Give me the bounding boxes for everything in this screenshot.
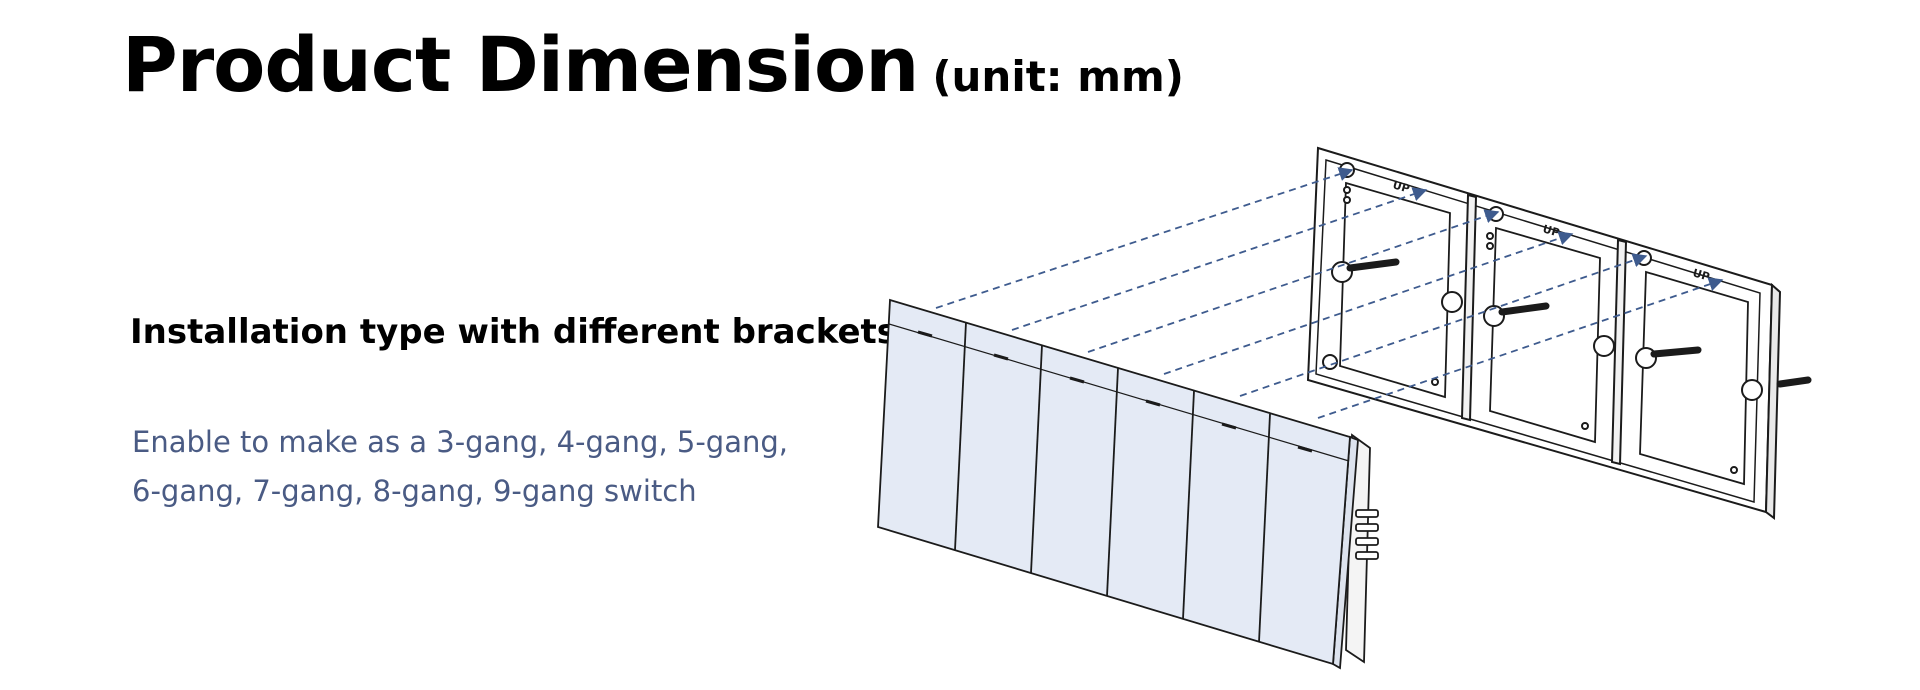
description-line-2: 6-gang, 7-gang, 8-gang, 9-gang switch <box>132 474 697 508</box>
bracket-up-label-2: UP <box>1541 222 1561 239</box>
module-1-opening <box>1339 181 1451 399</box>
alignment-arrow-2 <box>1011 187 1428 331</box>
module-2-dot-b <box>1486 242 1494 250</box>
panel-divider-1 <box>954 321 967 551</box>
switch-vents <box>1355 509 1379 560</box>
bracket-up-label-3: UP <box>1691 266 1711 283</box>
module-2-opening <box>1489 226 1601 444</box>
panel-divider-5 <box>1258 413 1271 643</box>
page-title: Product Dimension (unit: mm) <box>122 20 1184 109</box>
module-2-screw-right <box>1593 335 1615 357</box>
module-2-dot-a <box>1486 232 1494 240</box>
bracket-divider-1 <box>1460 193 1478 422</box>
module-3-screw-right <box>1741 379 1763 401</box>
module-2-pin <box>1498 302 1550 316</box>
module-3-opening <box>1639 270 1749 486</box>
module-3-pin <box>1650 346 1702 358</box>
module-1-screw-right <box>1441 291 1463 313</box>
alignment-arrow-3 <box>1087 209 1500 353</box>
bracket-up-label-1: UP <box>1391 178 1411 195</box>
panel-key-marks <box>917 330 1313 453</box>
panel-top-strip <box>888 323 1350 462</box>
section-heading: Installation type with different bracket… <box>130 312 898 352</box>
panel-divider-2 <box>1030 344 1043 574</box>
module-1-dot-b <box>1343 196 1351 204</box>
panel-divider-4 <box>1182 390 1195 620</box>
description-line-1: Enable to make as a 3-gang, 4-gang, 5-ga… <box>132 425 788 459</box>
bracket-edge <box>1764 282 1782 520</box>
switch-panel <box>877 298 1379 670</box>
switch-panel-face <box>877 298 1351 666</box>
section-description: Enable to make as a 3-gang, 4-gang, 5-ga… <box>132 418 852 516</box>
bracket-side-pin <box>1776 376 1812 388</box>
module-3-dot-a <box>1730 466 1738 474</box>
title-main: Product Dimension <box>122 20 919 109</box>
module-1-pin <box>1346 258 1400 272</box>
module-2-dot-c <box>1581 422 1589 430</box>
bracket-divider-2 <box>1610 238 1628 466</box>
panel-divider-3 <box>1106 367 1119 597</box>
bracket-outer <box>1306 146 1774 514</box>
module-1-dot-a <box>1343 186 1351 194</box>
alignment-arrow-1 <box>935 167 1354 309</box>
bracket-frame <box>1306 146 1812 520</box>
alignment-arrows <box>935 167 1724 419</box>
installation-diagram: UP UP UP <box>877 146 1812 670</box>
title-unit: (unit: mm) <box>932 52 1184 101</box>
module-1-dot-c <box>1431 378 1439 386</box>
bracket-inner <box>1315 158 1761 503</box>
